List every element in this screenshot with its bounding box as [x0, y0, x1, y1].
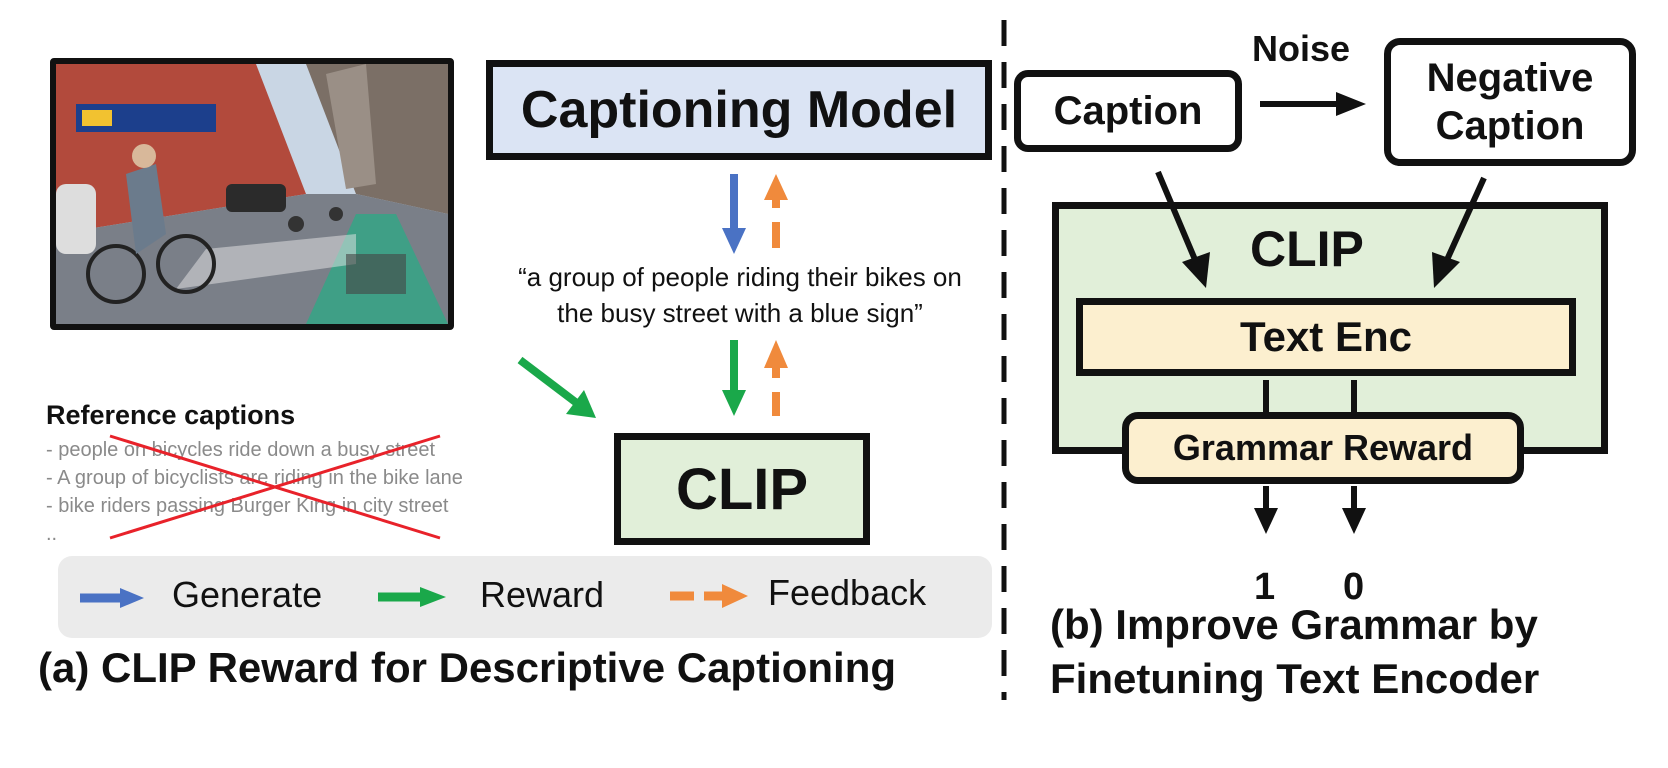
reference-to-clip-arrow-icon	[517, 356, 596, 418]
generated-caption-line2: the busy street with a blue sign”	[557, 298, 923, 328]
street-photo	[50, 58, 454, 330]
noise-arrow-icon	[1260, 92, 1366, 116]
output-arrow-left-icon	[1254, 486, 1278, 534]
clip-label-left: CLIP	[675, 456, 809, 522]
output-arrow-right-icon	[1342, 486, 1366, 534]
feedback-arrow-icon-top	[764, 174, 788, 248]
negative-caption-line1: Negative	[1426, 56, 1594, 100]
caption-label: Caption	[1053, 88, 1203, 133]
reference-caption-1: - people on bicycles ride down a busy st…	[46, 439, 436, 461]
generated-caption: “a group of people riding their bikes on…	[470, 259, 1010, 331]
panel-a-caption: (a) CLIP Reward for Descriptive Captioni…	[38, 644, 897, 691]
text-enc-label: Text Enc	[1240, 313, 1412, 360]
generate-arrow-icon	[722, 174, 746, 254]
clip-label-right: CLIP	[1250, 221, 1364, 277]
feedback-arrow-icon-bottom	[764, 340, 788, 416]
reference-caption-3: - bike riders passing Burger King in cit…	[46, 495, 449, 517]
negative-caption-line2: Caption	[1435, 104, 1585, 148]
clip-box-left: CLIP	[614, 433, 870, 545]
reference-captions-list: - people on bicycles ride down a busy st…	[46, 436, 463, 548]
legend	[58, 556, 992, 638]
grammar-reward-label: Grammar Reward	[1172, 427, 1474, 468]
output-zero: 0	[1343, 566, 1365, 608]
reference-caption-4: ..	[46, 523, 58, 545]
negative-caption-box: Negative Caption	[1384, 38, 1636, 166]
noise-label: Noise	[1252, 28, 1351, 69]
legend-reward-label: Reward	[480, 574, 605, 615]
legend-generate-label: Generate	[172, 574, 323, 615]
caption-box: Caption	[1014, 70, 1242, 152]
legend-feedback-label: Feedback	[768, 572, 927, 613]
captioning-model-box: Captioning Model	[486, 60, 992, 160]
text-enc-box: Text Enc	[1076, 298, 1576, 376]
reference-caption-2: - A group of bicyclists are riding in th…	[46, 467, 463, 489]
captioning-model-label: Captioning Model	[520, 81, 958, 139]
reference-captions-title: Reference captions	[46, 400, 296, 430]
street-photo-illustration	[56, 64, 448, 324]
panel-b-caption: (b) Improve Grammar by Finetuning Text E…	[1050, 598, 1539, 706]
grammar-reward-box: Grammar Reward	[1122, 412, 1524, 484]
reward-arrow-icon	[722, 340, 746, 416]
output-one: 1	[1254, 566, 1276, 608]
panel-b-caption-line1: (b) Improve Grammar by	[1050, 601, 1538, 648]
generated-caption-line1: “a group of people riding their bikes on	[518, 262, 962, 292]
panel-b-caption-line2: Finetuning Text Encoder	[1050, 655, 1540, 702]
